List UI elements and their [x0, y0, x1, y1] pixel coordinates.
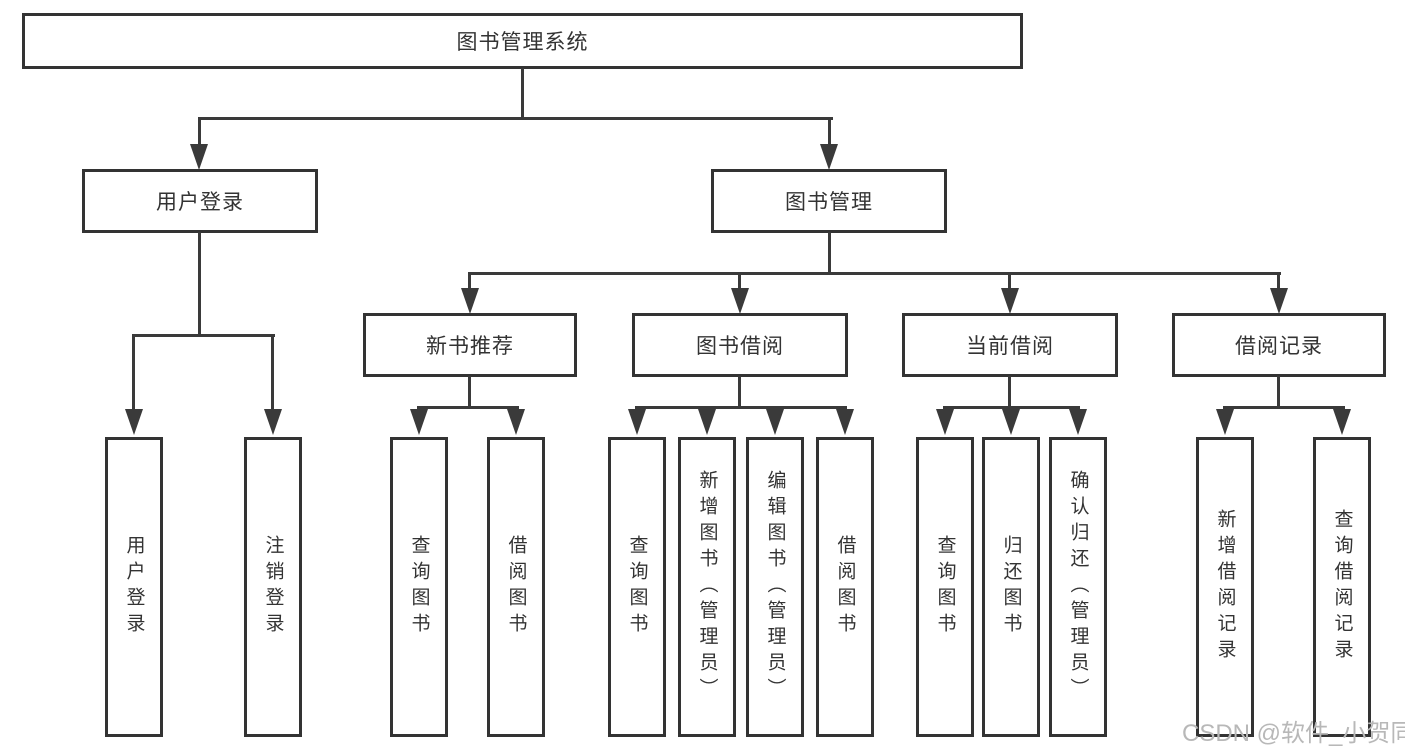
leaf-label: 新增图书（管理员）: [696, 470, 718, 704]
arrow-down-icon: [836, 409, 854, 435]
leaf-label: 查询图书: [934, 535, 956, 639]
connector-vline: [271, 334, 274, 410]
leaf-label: 归还图书: [1000, 535, 1022, 639]
node-borrow-record: 借阅记录: [1172, 313, 1386, 377]
arrow-down-icon: [766, 409, 784, 435]
leaf-label: 新增借阅记录: [1214, 509, 1236, 665]
connector-hline: [198, 117, 833, 120]
leaf-recommend-borrow-book: 借阅图书: [487, 437, 545, 737]
connector-hline: [635, 406, 847, 409]
node-book-borrow: 图书借阅: [632, 313, 848, 377]
connector-hline: [417, 406, 519, 409]
leaf-label: 查询图书: [626, 535, 648, 639]
leaf-current-query-book: 查询图书: [916, 437, 974, 737]
arrow-down-icon: [1270, 288, 1288, 314]
arrow-down-icon: [820, 144, 838, 170]
node-user-login: 用户登录: [82, 169, 318, 233]
leaf-label: 借阅图书: [505, 535, 527, 639]
leaf-label: 借阅图书: [834, 535, 856, 639]
arrow-down-icon: [628, 409, 646, 435]
connector-hline: [943, 406, 1080, 409]
leaf-current-confirm-return-admin: 确认归还（管理员）: [1049, 437, 1107, 737]
connector-vline: [468, 376, 471, 409]
arrow-down-icon: [1002, 409, 1020, 435]
connector-hline: [132, 334, 275, 337]
arrow-down-icon: [698, 409, 716, 435]
arrow-down-icon: [264, 409, 282, 435]
connector-vline: [1008, 376, 1011, 409]
arrow-down-icon: [1216, 409, 1234, 435]
arrow-down-icon: [731, 288, 749, 314]
leaf-recommend-query-book: 查询图书: [390, 437, 448, 737]
connector-vline: [1277, 272, 1280, 290]
arrow-down-icon: [410, 409, 428, 435]
leaf-record-query-borrow-record: 查询借阅记录: [1313, 437, 1371, 737]
node-book-mgmt: 图书管理: [711, 169, 947, 233]
connector-vline: [468, 272, 471, 290]
arrow-down-icon: [1001, 288, 1019, 314]
leaf-label: 注销登录: [262, 535, 284, 639]
leaf-user-login: 用户登录: [105, 437, 163, 737]
connector-hline: [1223, 406, 1345, 409]
leaf-borrow-edit-book-admin: 编辑图书（管理员）: [746, 437, 804, 737]
arrow-down-icon: [461, 288, 479, 314]
node-new-book-recommend: 新书推荐: [363, 313, 577, 377]
leaf-label: 查询图书: [408, 535, 430, 639]
leaf-label: 编辑图书（管理员）: [764, 470, 786, 704]
leaf-logout: 注销登录: [244, 437, 302, 737]
connector-vline: [132, 334, 135, 410]
connector-vline: [828, 117, 831, 146]
arrow-down-icon: [1333, 409, 1351, 435]
arrow-down-icon: [936, 409, 954, 435]
leaf-borrow-borrow-book: 借阅图书: [816, 437, 874, 737]
connector-vline: [521, 68, 524, 119]
connector-vline: [828, 232, 831, 275]
connector-vline: [1008, 272, 1011, 290]
arrow-down-icon: [1069, 409, 1087, 435]
connector-hline: [468, 272, 1281, 275]
arrow-down-icon: [190, 144, 208, 170]
leaf-label: 查询借阅记录: [1331, 509, 1353, 665]
connector-vline: [198, 232, 201, 337]
connector-vline: [1277, 376, 1280, 409]
leaf-borrow-add-book-admin: 新增图书（管理员）: [678, 437, 736, 737]
leaf-borrow-query-book: 查询图书: [608, 437, 666, 737]
arrow-down-icon: [125, 409, 143, 435]
leaf-label: 确认归还（管理员）: [1067, 470, 1089, 704]
leaf-current-return-book: 归还图书: [982, 437, 1040, 737]
arrow-down-icon: [507, 409, 525, 435]
leaf-record-add-borrow-record: 新增借阅记录: [1196, 437, 1254, 737]
leaf-label: 用户登录: [123, 535, 145, 639]
connector-vline: [738, 376, 741, 409]
node-root: 图书管理系统: [22, 13, 1023, 69]
node-current-borrow: 当前借阅: [902, 313, 1118, 377]
connector-vline: [198, 117, 201, 146]
connector-vline: [738, 272, 741, 290]
watermark-text: CSDN @软件_小贺同学: [1182, 720, 1405, 747]
